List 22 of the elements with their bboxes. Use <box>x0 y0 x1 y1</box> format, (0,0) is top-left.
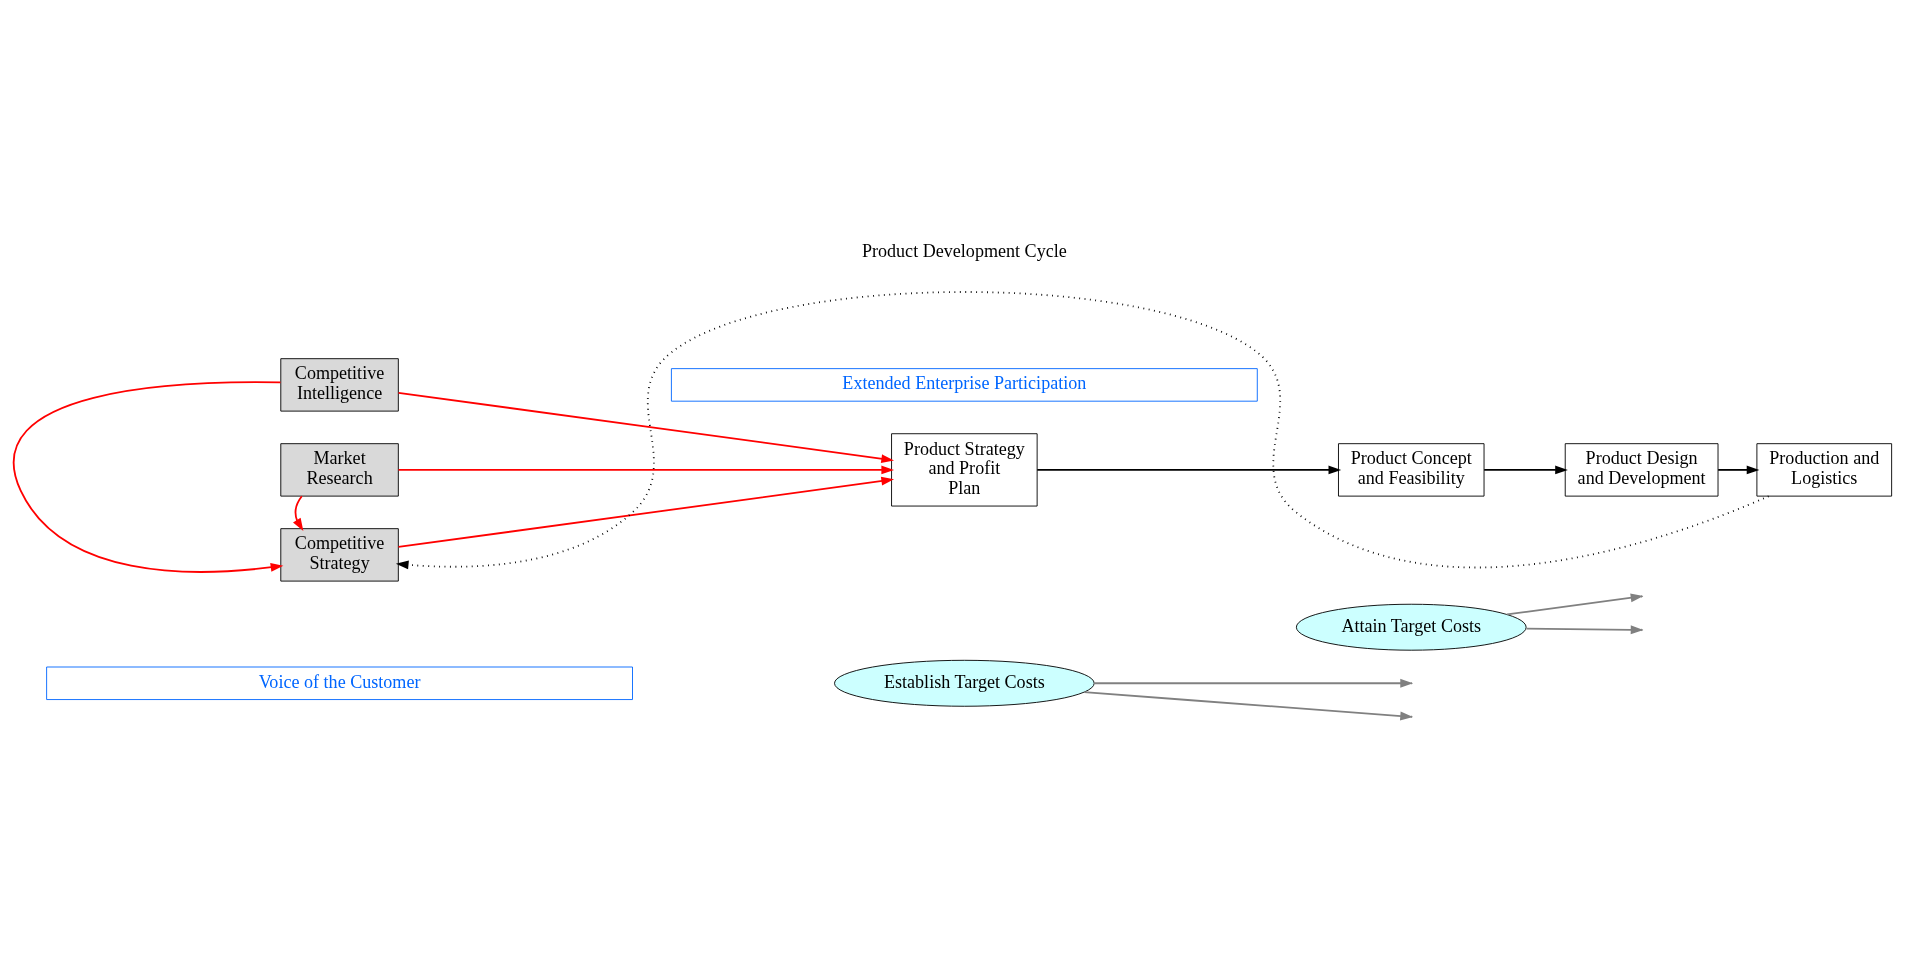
arrow <box>397 476 895 548</box>
arrow <box>397 391 895 463</box>
arrow <box>397 464 895 474</box>
node-box: Extended Enterprise Participation <box>670 367 1258 402</box>
node-box: Competitive Intelligence <box>280 357 399 412</box>
node-box: Production and Logistics <box>1756 442 1893 497</box>
arrow <box>1036 464 1342 474</box>
node-box: Product Design and Development <box>1564 442 1719 497</box>
node-box: Market Research <box>280 442 399 497</box>
label: Product Development Cycle <box>861 240 1067 261</box>
node-ellipse: Attain Target Costs <box>1295 603 1527 651</box>
arrow <box>1717 464 1760 474</box>
node-box: Product Concept and Feasibility <box>1338 442 1485 497</box>
arrow <box>395 290 1770 569</box>
node-box: Competitive Strategy <box>280 527 399 582</box>
arrow <box>12 380 284 573</box>
node-box: Voice of the Customer <box>46 666 633 700</box>
node-ellipse: Establish Target Costs <box>834 659 1095 707</box>
arrow <box>1483 464 1568 474</box>
arrow <box>1506 592 1644 615</box>
arrow <box>293 494 304 531</box>
node-box: Product Strategy and Profit Plan <box>891 432 1038 506</box>
